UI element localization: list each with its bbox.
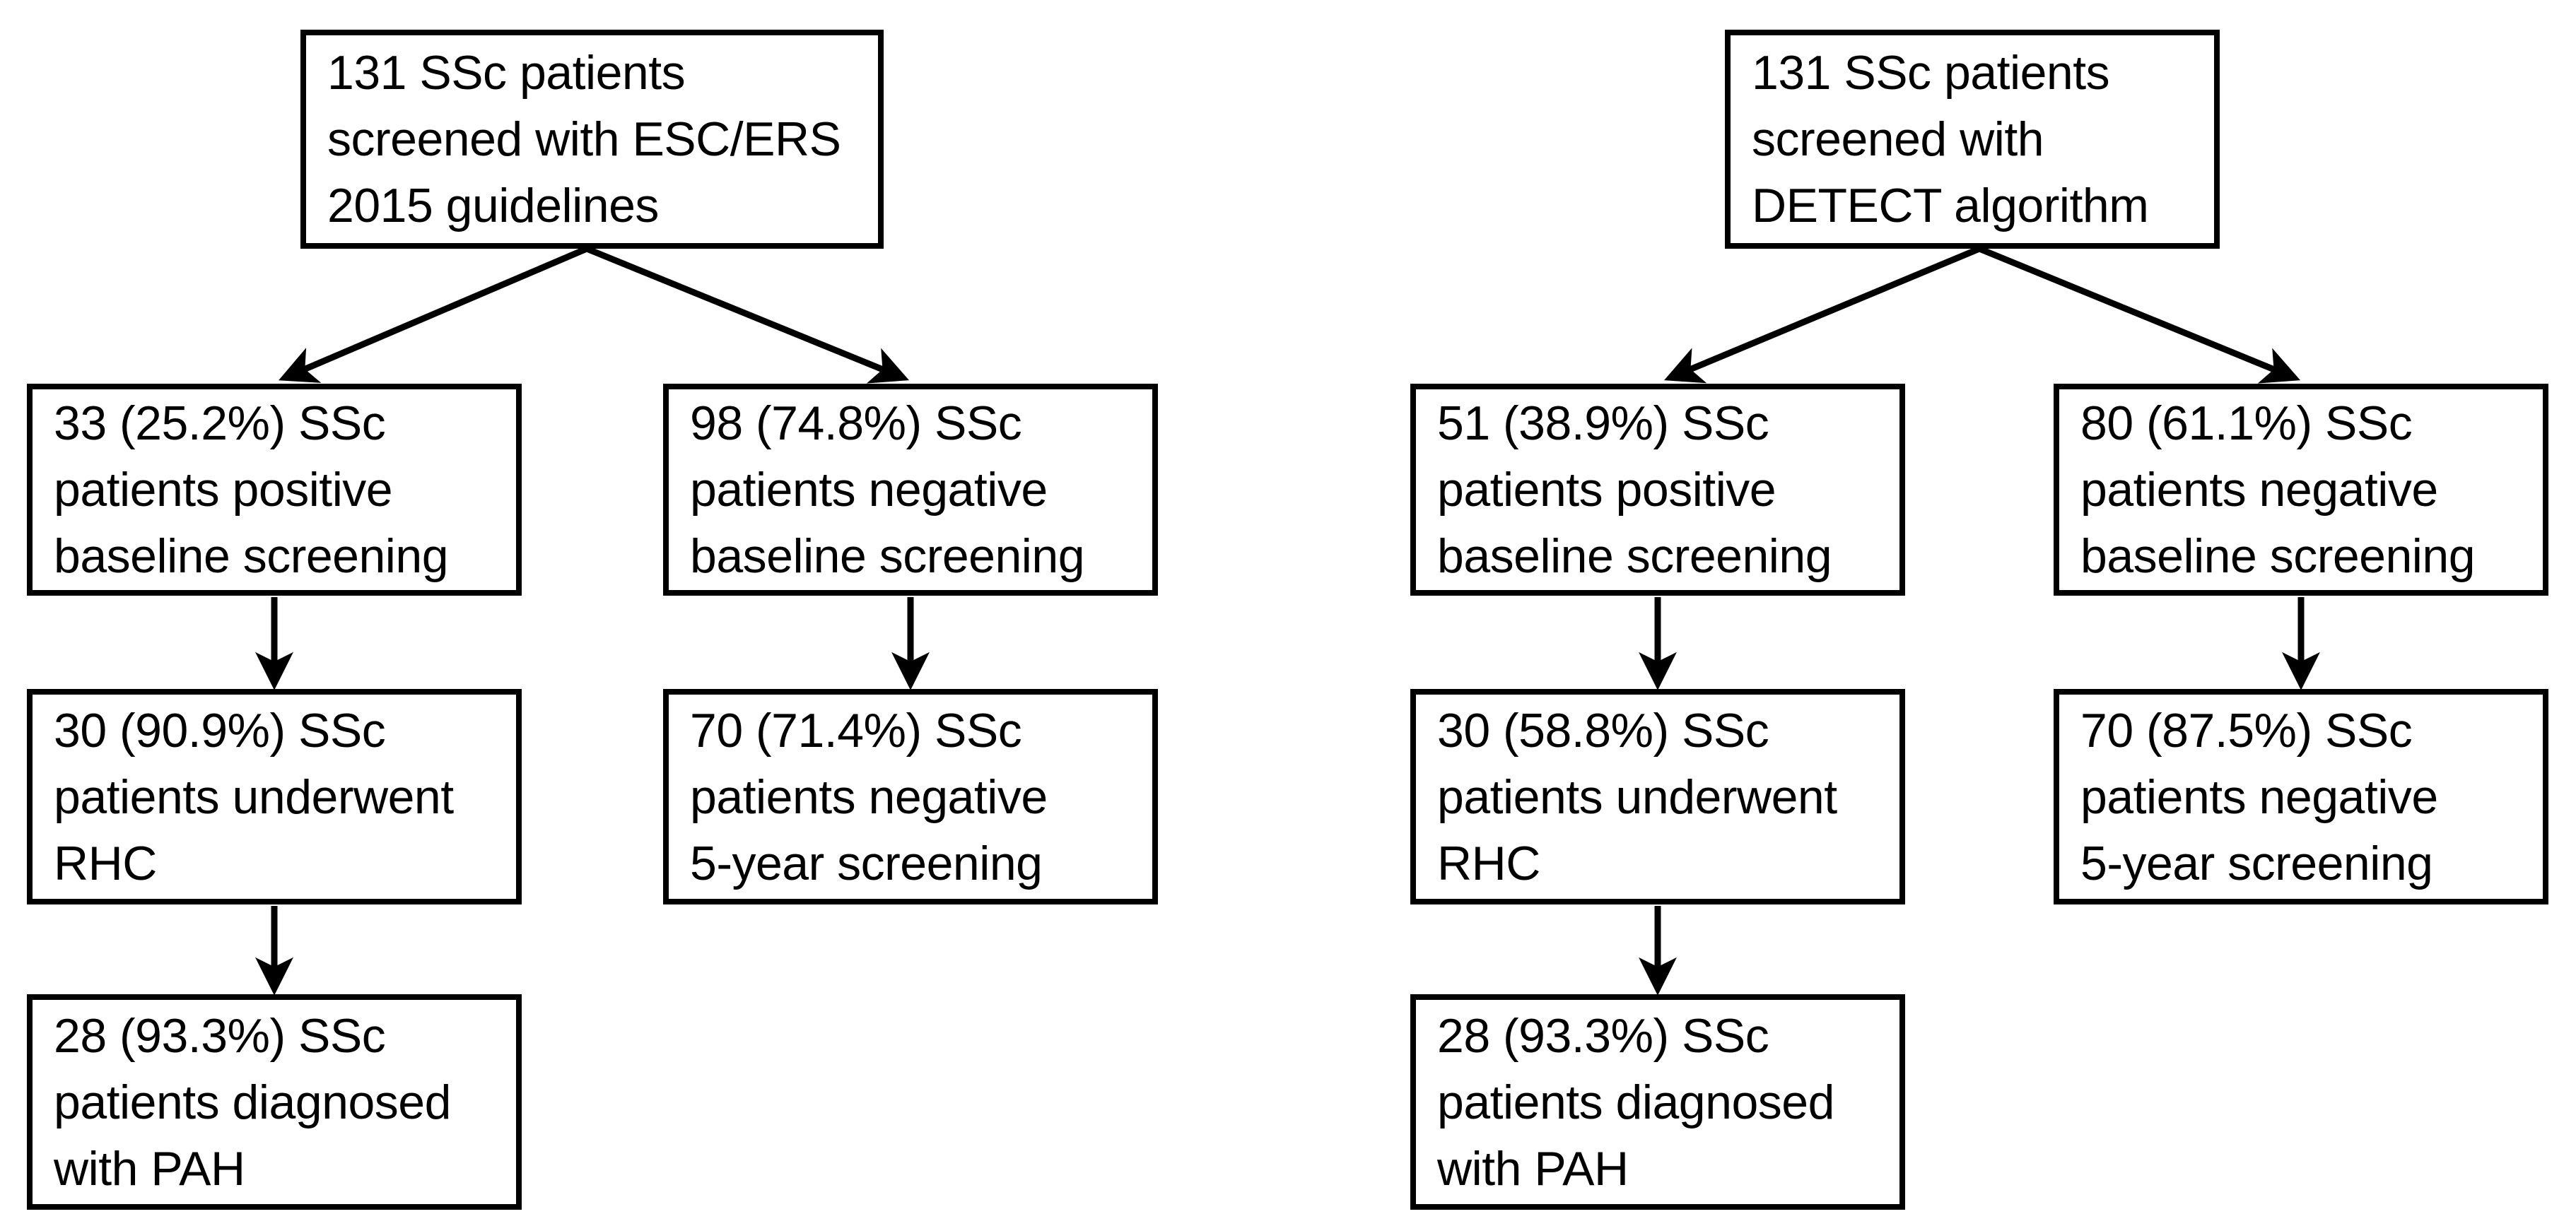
box-detect-pah-diagnosed-text: 28 (93.3%) SSc patients diagnosed with P… bbox=[1437, 1008, 1834, 1196]
box-detect-5-year-screening: 70 (87.5%) SSc patients negative 5-year … bbox=[2054, 689, 2548, 904]
box-esc-root-text: 131 SSc patients screened with ESC/ERS 2… bbox=[327, 46, 841, 232]
box-esc-5-year-screening: 70 (71.4%) SSc patients negative 5-year … bbox=[663, 689, 1158, 904]
box-detect-pah-diagnosed: 28 (93.3%) SSc patients diagnosed with P… bbox=[1410, 994, 1905, 1210]
box-esc-positive-screening: 33 (25.2%) SSc patients positive baselin… bbox=[27, 384, 522, 596]
box-detect-root: 131 SSc patients screened with DETECT al… bbox=[1725, 30, 2220, 249]
box-detect-5-year-screening-text: 70 (87.5%) SSc patients negative 5-year … bbox=[2080, 703, 2438, 890]
arrow-detect-root-to-negative bbox=[1978, 245, 2300, 384]
box-esc-positive-screening-text: 33 (25.2%) SSc patients positive baselin… bbox=[54, 396, 449, 583]
box-detect-negative-screening-text: 80 (61.1%) SSc patients negative baselin… bbox=[2080, 396, 2476, 583]
box-esc-negative-screening: 98 (74.8%) SSc patients negative baselin… bbox=[663, 384, 1158, 596]
box-esc-negative-screening-text: 98 (74.8%) SSc patients negative baselin… bbox=[690, 396, 1085, 583]
box-detect-root-text: 131 SSc patients screened with DETECT al… bbox=[1752, 46, 2149, 232]
box-detect-negative-screening: 80 (61.1%) SSc patients negative baselin… bbox=[2054, 384, 2548, 596]
box-detect-rhc: 30 (58.8%) SSc patients underwent RHC bbox=[1410, 689, 1905, 904]
arrow-esc-root-to-negative bbox=[585, 245, 909, 384]
box-detect-positive-screening-text: 51 (38.9%) SSc patients positive baselin… bbox=[1437, 396, 1832, 583]
arrow-esc-root-to-positive bbox=[279, 245, 588, 383]
box-esc-rhc: 30 (90.9%) SSc patients underwent RHC bbox=[27, 689, 522, 904]
arrow-detect-root-to-positive bbox=[1664, 245, 1981, 384]
box-esc-pah-diagnosed: 28 (93.3%) SSc patients diagnosed with P… bbox=[27, 994, 522, 1210]
box-esc-rhc-text: 30 (90.9%) SSc patients underwent RHC bbox=[54, 703, 454, 890]
box-esc-pah-diagnosed-text: 28 (93.3%) SSc patients diagnosed with P… bbox=[54, 1008, 451, 1196]
box-detect-positive-screening: 51 (38.9%) SSc patients positive baselin… bbox=[1410, 384, 1905, 596]
box-esc-5-year-screening-text: 70 (71.4%) SSc patients negative 5-year … bbox=[690, 703, 1048, 890]
box-detect-rhc-text: 30 (58.8%) SSc patients underwent RHC bbox=[1437, 703, 1837, 890]
box-esc-root: 131 SSc patients screened with ESC/ERS 2… bbox=[300, 30, 884, 249]
